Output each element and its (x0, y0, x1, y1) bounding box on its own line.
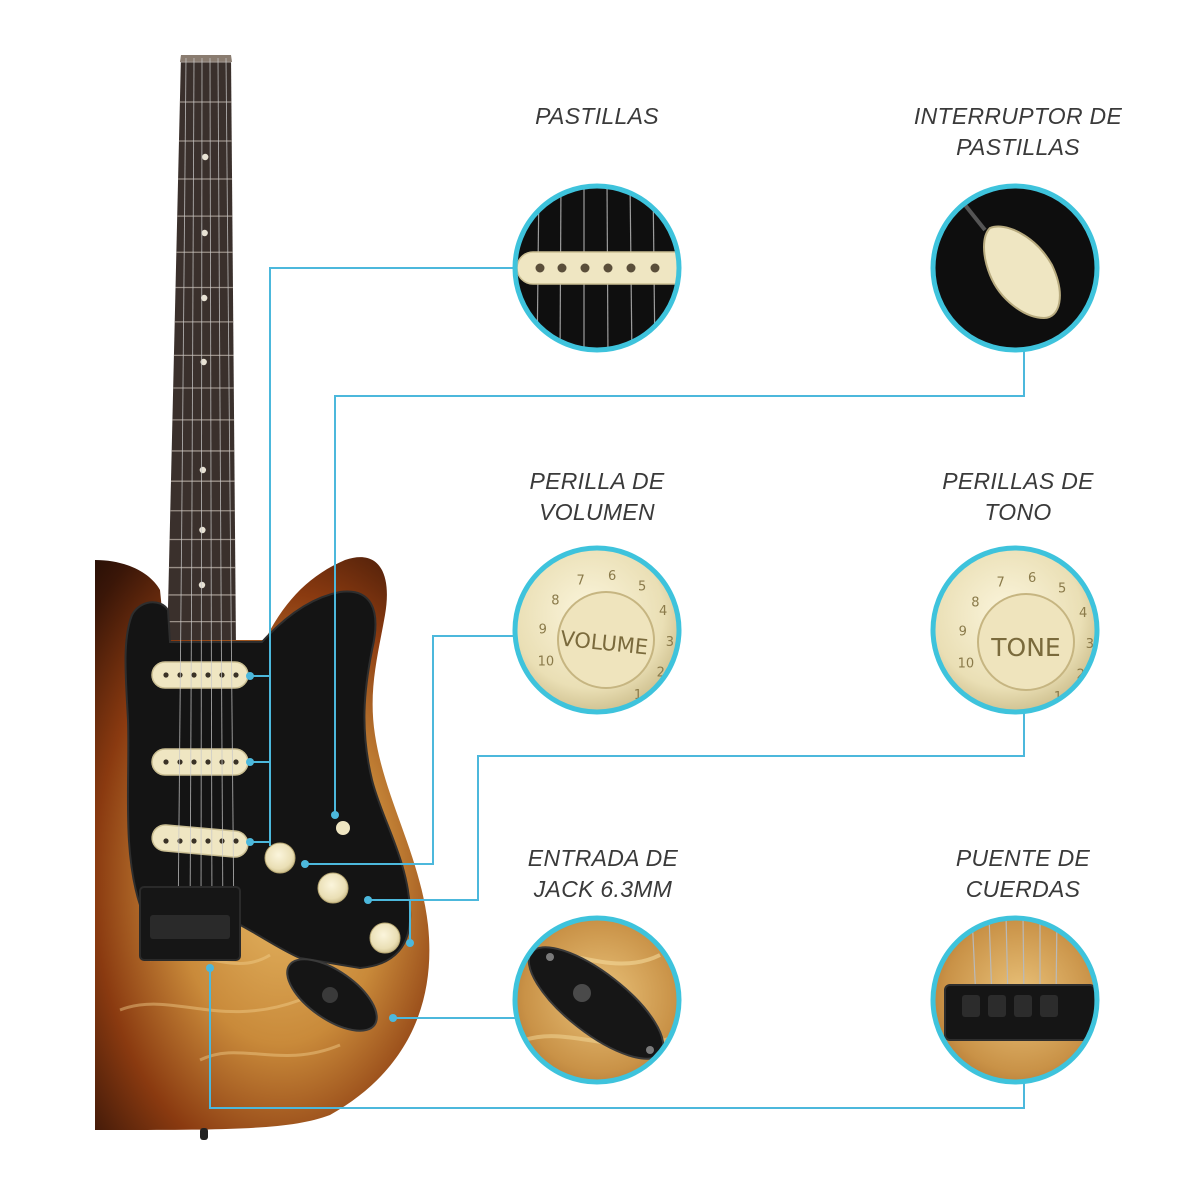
pole-piece (233, 759, 239, 765)
pole-piece (177, 838, 183, 844)
label-bridge: PUENTE DE CUERDAS (893, 843, 1153, 905)
fret-inlay (199, 466, 207, 474)
pole-piece (205, 672, 211, 678)
label-jack-input-line-1: ENTRADA DE (527, 845, 679, 871)
pole-piece (163, 672, 169, 678)
label-jack-input: ENTRADA DE JACK 6.3MM (473, 843, 733, 905)
label-volume-knob-line-2: VOLUMEN (539, 499, 655, 525)
pole-piece (163, 838, 169, 844)
knob-scale-number: 4 (659, 604, 667, 619)
fret-inlay (199, 526, 206, 534)
fret-inlay (202, 153, 209, 161)
knob-scale-number: 10 (958, 656, 975, 671)
pole-piece (163, 759, 169, 765)
knob-scale-number: 9 (959, 625, 967, 640)
fret-inlay (200, 294, 208, 302)
knob-scale-number: 9 (539, 623, 547, 638)
knob-scale-number: 5 (1058, 582, 1066, 597)
knob-scale-number: 2 (657, 666, 665, 681)
tone-knob-label: TONE (990, 633, 1060, 662)
label-volume-knob: PERILLA DE VOLUMEN (467, 466, 727, 528)
knob-scale-number: 8 (551, 593, 559, 608)
label-tone-knobs-line-2: TONO (984, 499, 1052, 525)
detail-jack-input (512, 915, 682, 1085)
detail-bridge (930, 915, 1100, 1085)
knob-scale-number: 7 (577, 574, 585, 589)
label-tone-knobs: PERILLAS DE TONO (888, 466, 1148, 528)
guitar-pickups (151, 661, 249, 858)
pole-piece (219, 672, 225, 678)
label-pickups: PASTILLAS (467, 101, 727, 132)
knob-scale-number: 4 (1079, 606, 1087, 621)
pole-piece (191, 672, 197, 678)
label-pickup-switch-line-1: INTERRUPTOR DE (913, 103, 1123, 129)
switch-tip (336, 821, 350, 835)
knob-scale-number: 5 (638, 580, 646, 595)
knob-scale-number: 1 (634, 688, 642, 703)
pole-piece (191, 838, 197, 844)
callout-lines (209, 267, 1025, 1109)
pole-piece (219, 838, 225, 844)
label-tone-knobs-line-1: PERILLAS DE (942, 468, 1094, 494)
knob-scale-number: 3 (666, 635, 674, 650)
label-jack-input-line-2: JACK 6.3MM (533, 876, 673, 902)
knob-scale-number: 8 (971, 595, 979, 610)
label-pickup-switch-line-2: PASTILLAS (956, 134, 1080, 160)
knob-scale-number: 3 (1086, 637, 1094, 652)
knob-scale-number: 6 (1028, 571, 1036, 586)
pole-piece (177, 759, 183, 765)
label-volume-knob-line-1: PERILLA DE (529, 468, 665, 494)
label-pickup-switch: INTERRUPTOR DE PASTILLAS (888, 101, 1148, 163)
guitar (95, 55, 430, 1140)
pole-piece (205, 759, 211, 765)
volume-knob-small (264, 842, 296, 874)
fret-inlay (198, 581, 206, 589)
tone-knob-small-1 (317, 872, 349, 904)
pole-piece (191, 759, 197, 765)
callout-dots (206, 672, 414, 1022)
knob-scale-number: 6 (608, 569, 616, 584)
knob-scale-number: 10 (538, 654, 555, 669)
pole-piece (233, 838, 239, 844)
label-bridge-line-2: CUERDAS (965, 876, 1081, 902)
label-bridge-line-1: PUENTE DE (955, 845, 1091, 871)
fret-inlay (201, 229, 208, 237)
pole-piece (205, 838, 211, 844)
knob-scale-number: 7 (997, 576, 1005, 591)
detail-pickup-switch (930, 183, 1100, 353)
tone-knob-small-2 (369, 922, 401, 954)
detail-pickups (512, 183, 682, 353)
label-pickups-line-1: PASTILLAS (535, 103, 659, 129)
pole-piece (233, 672, 239, 678)
